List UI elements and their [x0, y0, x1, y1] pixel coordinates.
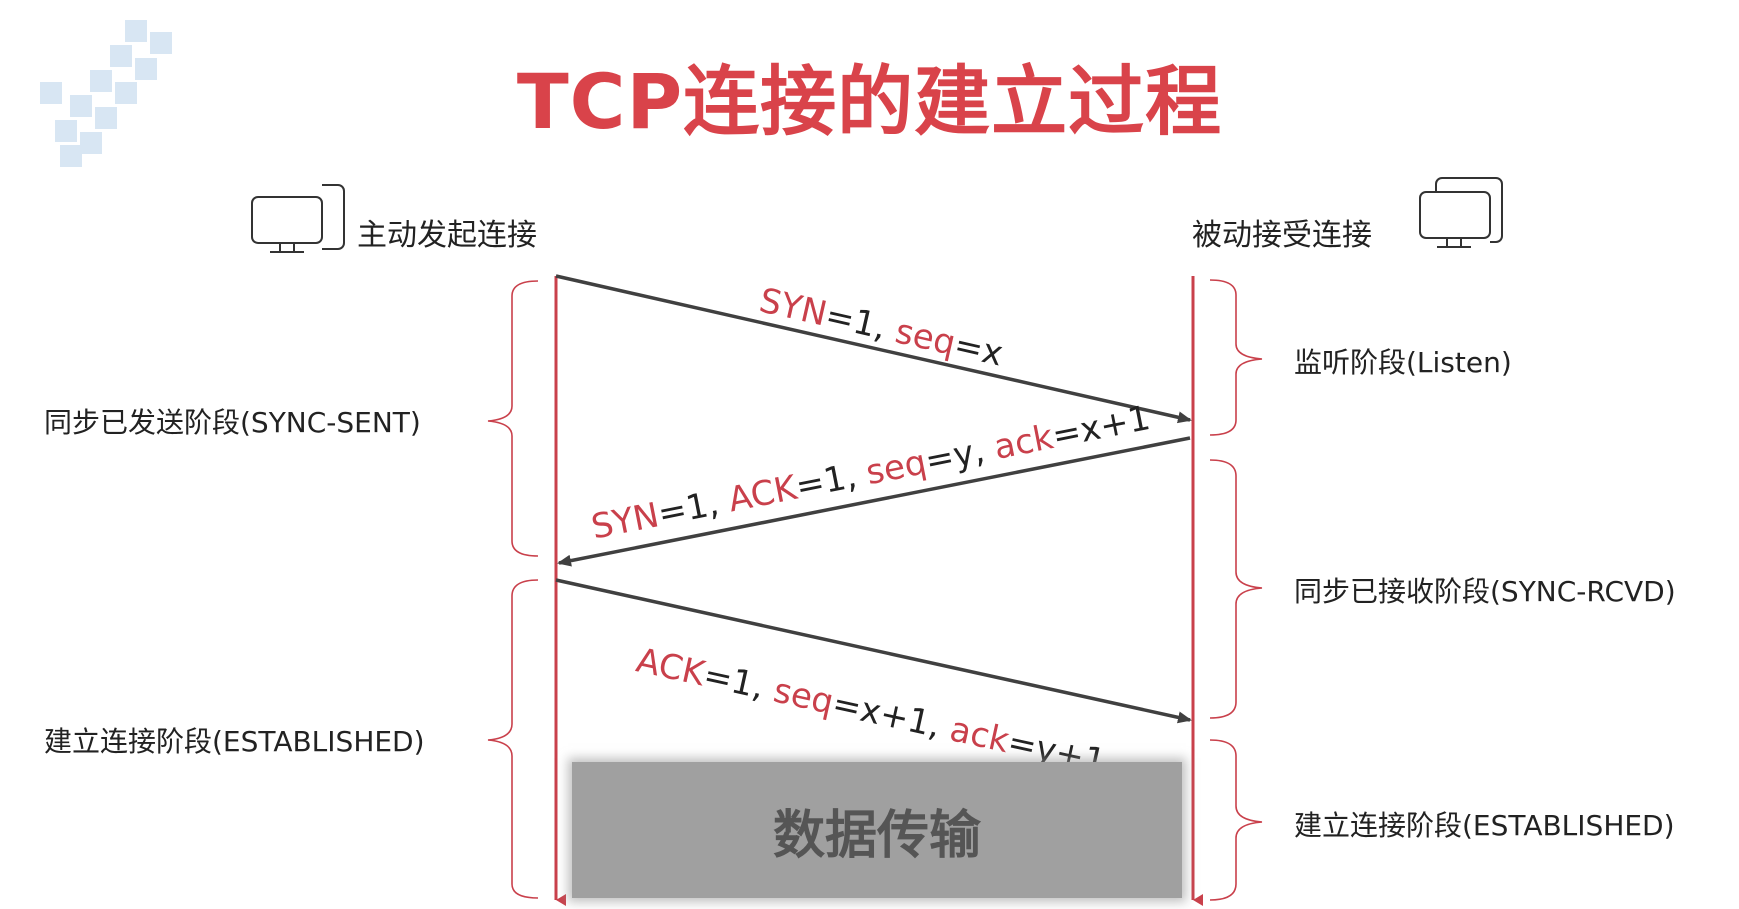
server-label: 被动接受连接: [1192, 210, 1372, 254]
server-computer-icon: [1420, 178, 1502, 247]
client-phase-label-established: 建立连接阶段(ESTABLISHED): [44, 720, 425, 760]
client-phase-label-sync-sent: 同步已发送阶段(SYNC-SENT): [44, 401, 421, 441]
client-phase-brace-1: [488, 281, 538, 556]
data-transfer-label: 数据传输: [773, 793, 981, 868]
client-label: 主动发起连接: [357, 210, 537, 254]
server-phase-label-established: 建立连接阶段(ESTABLISHED): [1294, 804, 1675, 844]
server-phase-label-sync-rcvd: 同步已接收阶段(SYNC-RCVD): [1294, 570, 1676, 610]
data-transfer-box: 数据传输: [572, 762, 1182, 898]
client-computer-icon: [252, 185, 344, 252]
syn-arrow: [556, 276, 1190, 420]
server-phase-brace-1: [1210, 280, 1262, 435]
client-phase-brace-2: [488, 580, 538, 898]
server-phase-label-listen: 监听阶段(Listen): [1294, 341, 1512, 381]
server-phase-brace-2: [1210, 460, 1262, 718]
server-phase-brace-3: [1210, 740, 1262, 900]
